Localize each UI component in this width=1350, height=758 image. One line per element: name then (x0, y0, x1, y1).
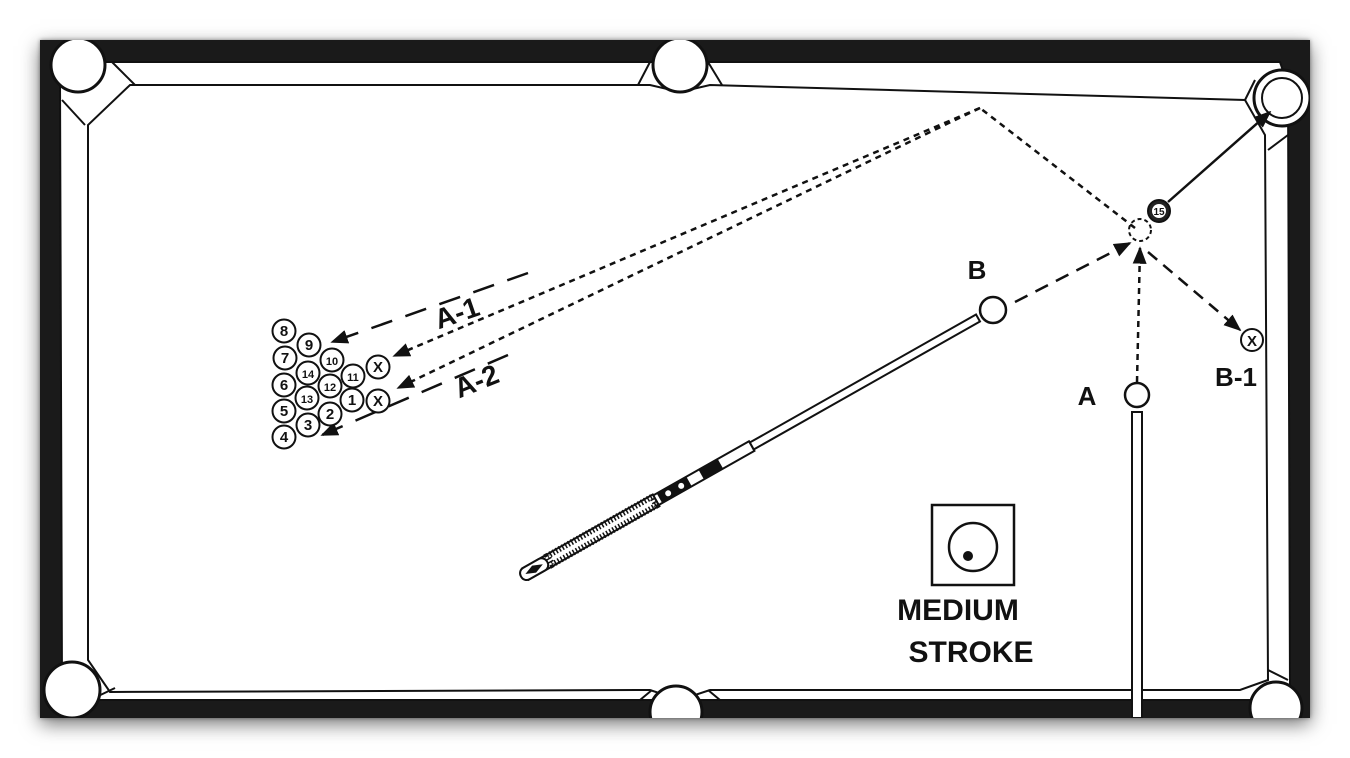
rack-ball-7 (272, 345, 298, 371)
rack-ball-7-number: 7 (281, 350, 289, 367)
rack-ball-9-number: 9 (305, 337, 313, 354)
rack-ball-5-number: 5 (280, 403, 288, 420)
rack-ball-1-number: 1 (348, 392, 356, 409)
rack-ball-3 (295, 412, 321, 438)
pocket-top-middle (651, 40, 709, 94)
rack-ball-2 (317, 401, 343, 427)
rack-ball-4 (271, 424, 297, 450)
rack-ball-8 (271, 318, 297, 344)
legend-line-2: STROKE (908, 636, 1033, 669)
rack-ball-11 (340, 363, 366, 389)
shot-paths (320, 106, 1272, 437)
rack-ball-6-number: 6 (280, 377, 288, 394)
label-b1: B-1 (1215, 362, 1257, 392)
path-a1 (392, 106, 981, 358)
rack-marker-1 (365, 354, 391, 380)
ghost-ball (1128, 218, 1152, 242)
rack-marker-2-number: X (373, 393, 383, 410)
cue-ball-a (1123, 381, 1151, 409)
cue-tip-contact-dot (963, 551, 973, 561)
object-ball-15-number: 15 (1153, 207, 1165, 218)
path-15-to-pocket (1167, 110, 1272, 203)
pocket-bottom-middle (648, 684, 704, 718)
rack-ball-10-number: 10 (326, 356, 338, 368)
rack-ball-12 (317, 373, 343, 399)
b1-marker (1240, 328, 1264, 352)
b1-marker-x: X (1247, 333, 1257, 350)
rack-ball-14-number: 14 (302, 369, 315, 381)
path-a (1132, 246, 1147, 383)
pocket-top-left (49, 40, 107, 94)
cue-stick-a (1131, 411, 1143, 718)
path-b1 (1147, 251, 1242, 332)
legend-line-1: MEDIUM (897, 594, 1019, 627)
cushion-lines (61, 61, 1289, 701)
cue-tip-legend: MEDIUM STROKE (897, 503, 1034, 669)
cue-stick-b (519, 313, 982, 582)
cue-ball-face-icon (947, 521, 999, 573)
rack-marker-1-number: X (373, 359, 383, 376)
rack-ball-13-number: 13 (301, 394, 313, 406)
rack-ball-2-number: 2 (326, 406, 334, 423)
label-a: A (1078, 381, 1097, 411)
rack-ball-5 (271, 398, 297, 424)
rack-ball-4-number: 4 (280, 429, 289, 446)
rack-ball-13 (294, 385, 320, 411)
rack-ball-12-number: 12 (324, 382, 336, 394)
rack-ball-3-number: 3 (304, 417, 312, 434)
rack-ball-8-number: 8 (280, 323, 288, 340)
pocket-bottom-right (1248, 680, 1304, 718)
rack-ball-1 (339, 387, 365, 413)
rack-ball-9 (296, 332, 322, 358)
rack-marker-2 (365, 388, 391, 414)
cue-ball-b (978, 295, 1008, 325)
label-b: B (968, 255, 987, 285)
rack-ball-11-number: 11 (347, 372, 359, 384)
rack-ball-10 (319, 347, 345, 373)
pocket-bottom-left (42, 660, 102, 718)
rack-ball-14 (295, 360, 321, 386)
path-a2 (396, 106, 981, 390)
rack-ball-6 (271, 372, 297, 398)
